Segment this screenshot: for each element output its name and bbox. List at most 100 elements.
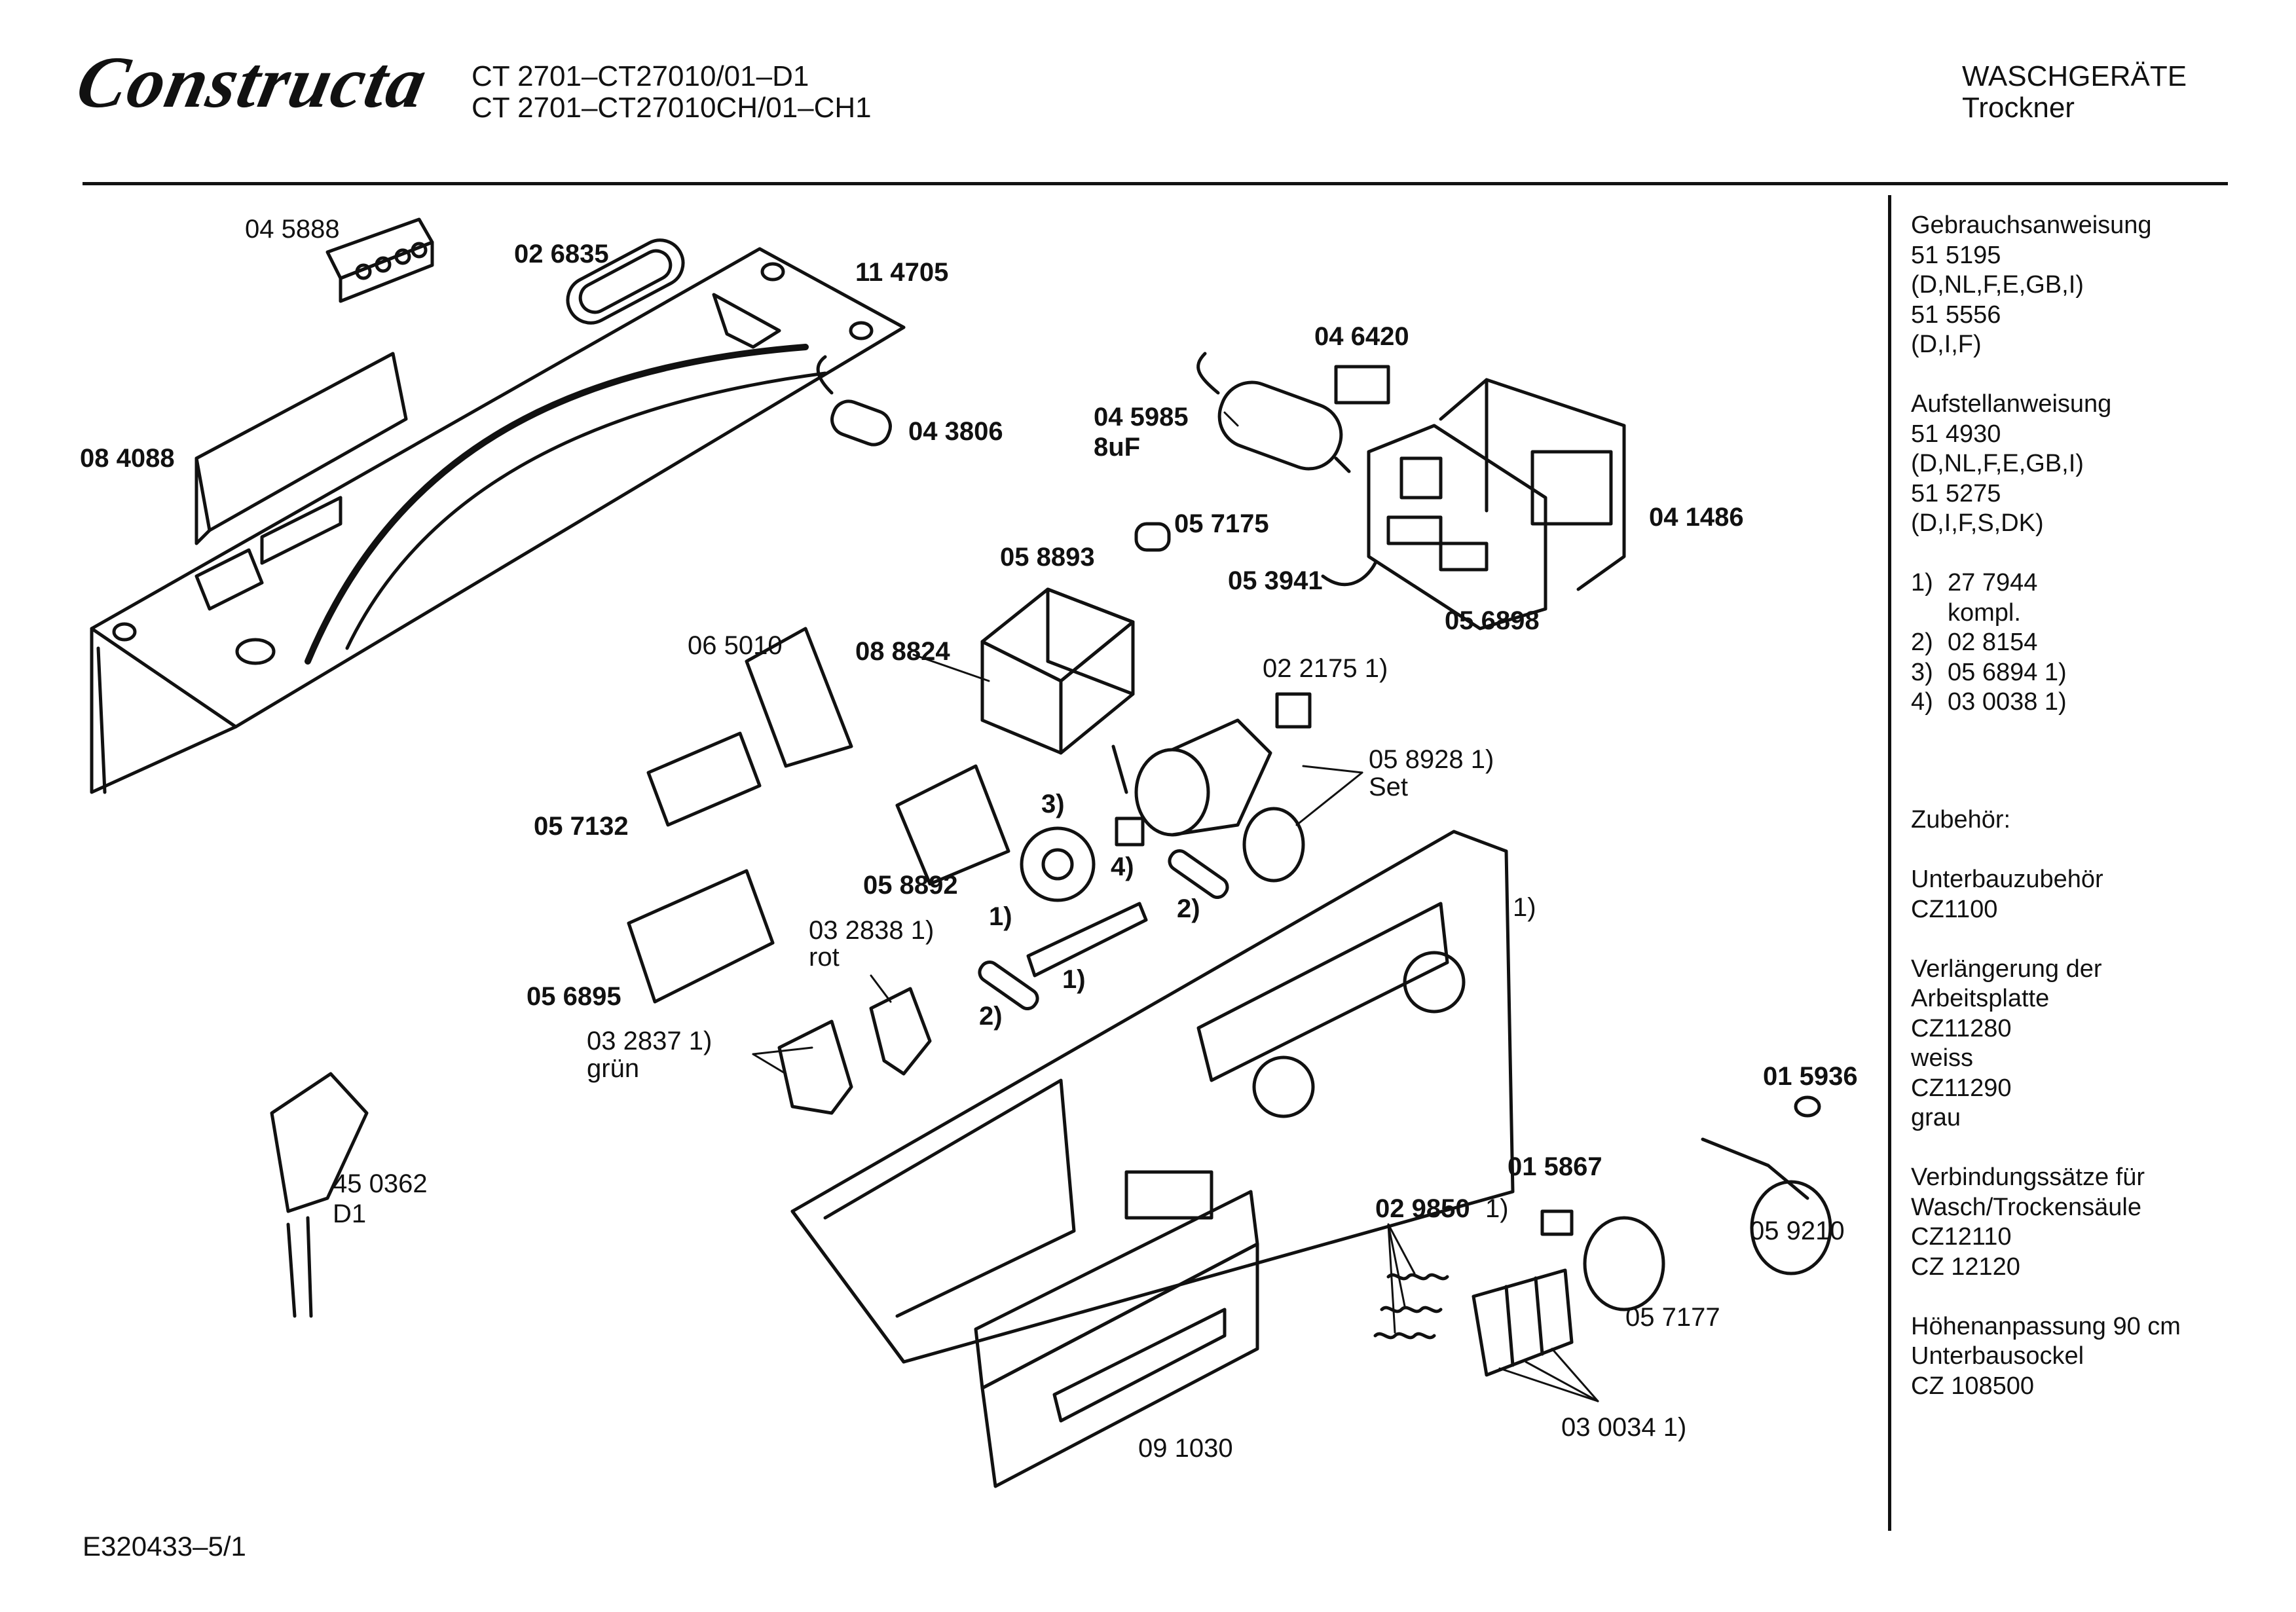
part-label: 4) [1111, 852, 1134, 881]
side-line [1911, 539, 2152, 569]
sidebar-rule [1888, 195, 1891, 1531]
part-label: 3) [1041, 790, 1065, 818]
part-label: 08 8824 [855, 637, 950, 666]
button-red-part [869, 987, 932, 1076]
accessory-line: Unterbausockel [1911, 1342, 2084, 1370]
part-label: 05 7177 [1625, 1303, 1720, 1332]
part-label: 01 5936 [1763, 1062, 1858, 1091]
part-label: 05 6895 [527, 982, 621, 1011]
part-label: 05 8893 [1000, 543, 1095, 572]
part-label: 03 2838 1) [809, 916, 935, 945]
part-label: grün [587, 1054, 640, 1083]
timer-programmer-part [980, 587, 1135, 794]
part-label: 08 4088 [80, 444, 175, 473]
part-label: 04 6420 [1314, 322, 1409, 351]
side-line [1911, 360, 2152, 390]
connector-block-part [646, 731, 762, 827]
side-line: 51 5195 [1911, 241, 2001, 269]
category-title: WASCHGERÄTE [1962, 60, 2187, 92]
part-label: 1) [1062, 965, 1086, 994]
accessory-line: Verlängerung der [1911, 955, 2102, 983]
header-rule [83, 182, 2228, 185]
shaft-part-lower [978, 961, 1039, 1010]
power-cord-part [270, 1072, 369, 1318]
part-label: 05 7132 [534, 812, 629, 841]
part-label: 05 6898 [1445, 606, 1540, 635]
capacitor-part [1196, 352, 1351, 473]
part-label: 01 5867 [1508, 1152, 1602, 1181]
relay-part [1334, 365, 1390, 405]
terminal-block-part [325, 217, 434, 303]
accessory-line: CZ1100 [1911, 895, 1998, 923]
part-label: 8uF [1094, 433, 1141, 462]
lamp-part [1134, 522, 1171, 552]
part-label: 02 6835 [514, 240, 609, 268]
footnote-list: 1)27 7944 kompl. 2)02 8154 3)05 6894 1) … [1911, 568, 2067, 718]
accessory-line [1911, 835, 2181, 866]
side-line: (D,NL,F,E,GB,I) [1911, 450, 2084, 477]
footnote-row: 3)05 6894 1) [1911, 658, 2067, 686]
side-line: 51 5556 [1911, 301, 2001, 329]
part-label: 05 7175 [1174, 509, 1269, 538]
rear-panel-part [194, 352, 408, 545]
screw-part [1794, 1095, 1821, 1118]
part-label: 45 0362 [333, 1169, 428, 1198]
model-line-2: CT 2701–CT27010CH/01–CH1 [472, 92, 872, 124]
part-label: 05 8892 [863, 871, 958, 900]
part-label: 02 9850 [1375, 1194, 1470, 1223]
accessory-line: Unterbauzubehör [1911, 866, 2103, 893]
documentation-list: Gebrauchsanweisung 51 5195 (D,NL,F,E,GB,… [1911, 211, 2152, 568]
footnote-row: 1)27 7944 [1911, 569, 2038, 596]
front-cover-part [974, 1190, 1259, 1488]
knob-part [1583, 1216, 1665, 1311]
control-panel-part [790, 830, 1515, 1364]
part-label: 04 5985 [1094, 403, 1189, 431]
gear-part [1020, 826, 1096, 902]
part-label: rot [809, 943, 840, 972]
side-line: (D,I,F,S,DK) [1911, 509, 2044, 537]
part-label: Set [1369, 773, 1409, 801]
control-frame-part [90, 247, 906, 794]
footnote-row: 2)02 8154 [1911, 629, 2038, 656]
shaft-part-upper [1168, 849, 1229, 899]
part-label: 2) [979, 1002, 1003, 1031]
part-label: 1) [989, 902, 1012, 931]
circuit-board-part [1367, 424, 1547, 631]
accessory-line: CZ 108500 [1911, 1372, 2035, 1400]
accessory-line: Wasch/Trockensäule [1911, 1193, 2141, 1221]
part-label: 1) [1513, 893, 1536, 922]
leader-lines [752, 411, 1599, 1402]
part-label: 1) [1485, 1194, 1509, 1223]
footnote-row: kompl. [1948, 598, 2021, 627]
accessory-line [1911, 1282, 2181, 1312]
part-label: 03 0034 1) [1561, 1413, 1687, 1442]
small-capacitor-part [816, 355, 892, 447]
part-label: 06 5010 [688, 631, 783, 660]
part-label: 04 5888 [245, 215, 340, 244]
part-label: 03 2837 1) [587, 1027, 713, 1055]
motor-set-part [1134, 718, 1305, 883]
accessory-line: weiss [1911, 1044, 1974, 1072]
side-line: (D,I,F) [1911, 331, 1982, 358]
accessory-line: CZ11280 [1911, 1014, 2012, 1042]
accessory-line: Verbindungssätze für [1911, 1163, 2145, 1191]
accessory-line: Zubehör: [1911, 806, 2011, 833]
side-line: 51 5275 [1911, 479, 2001, 507]
part-label: 04 1486 [1649, 503, 1744, 532]
part-label: 2) [1177, 894, 1200, 923]
switch-bracket-part [895, 764, 1010, 886]
accessory-line [1911, 1133, 2181, 1163]
part-label: 05 8928 1) [1369, 745, 1494, 774]
part-label: 05 9210 [1750, 1217, 1845, 1245]
part-label: 04 3806 [908, 417, 1003, 446]
button-set-part [1472, 1268, 1574, 1377]
accessory-line: grau [1911, 1104, 1961, 1131]
part-label: 05 3941 [1228, 566, 1323, 595]
drawing-code: E320433–5/1 [83, 1531, 246, 1562]
side-line: (D,NL,F,E,GB,I) [1911, 271, 2084, 299]
part-label: 11 4705 [855, 258, 949, 287]
springs-part [1373, 1273, 1449, 1340]
slider-part [1026, 902, 1148, 978]
bracket-part [1439, 378, 1626, 591]
side-line: 51 4930 [1911, 420, 2001, 448]
